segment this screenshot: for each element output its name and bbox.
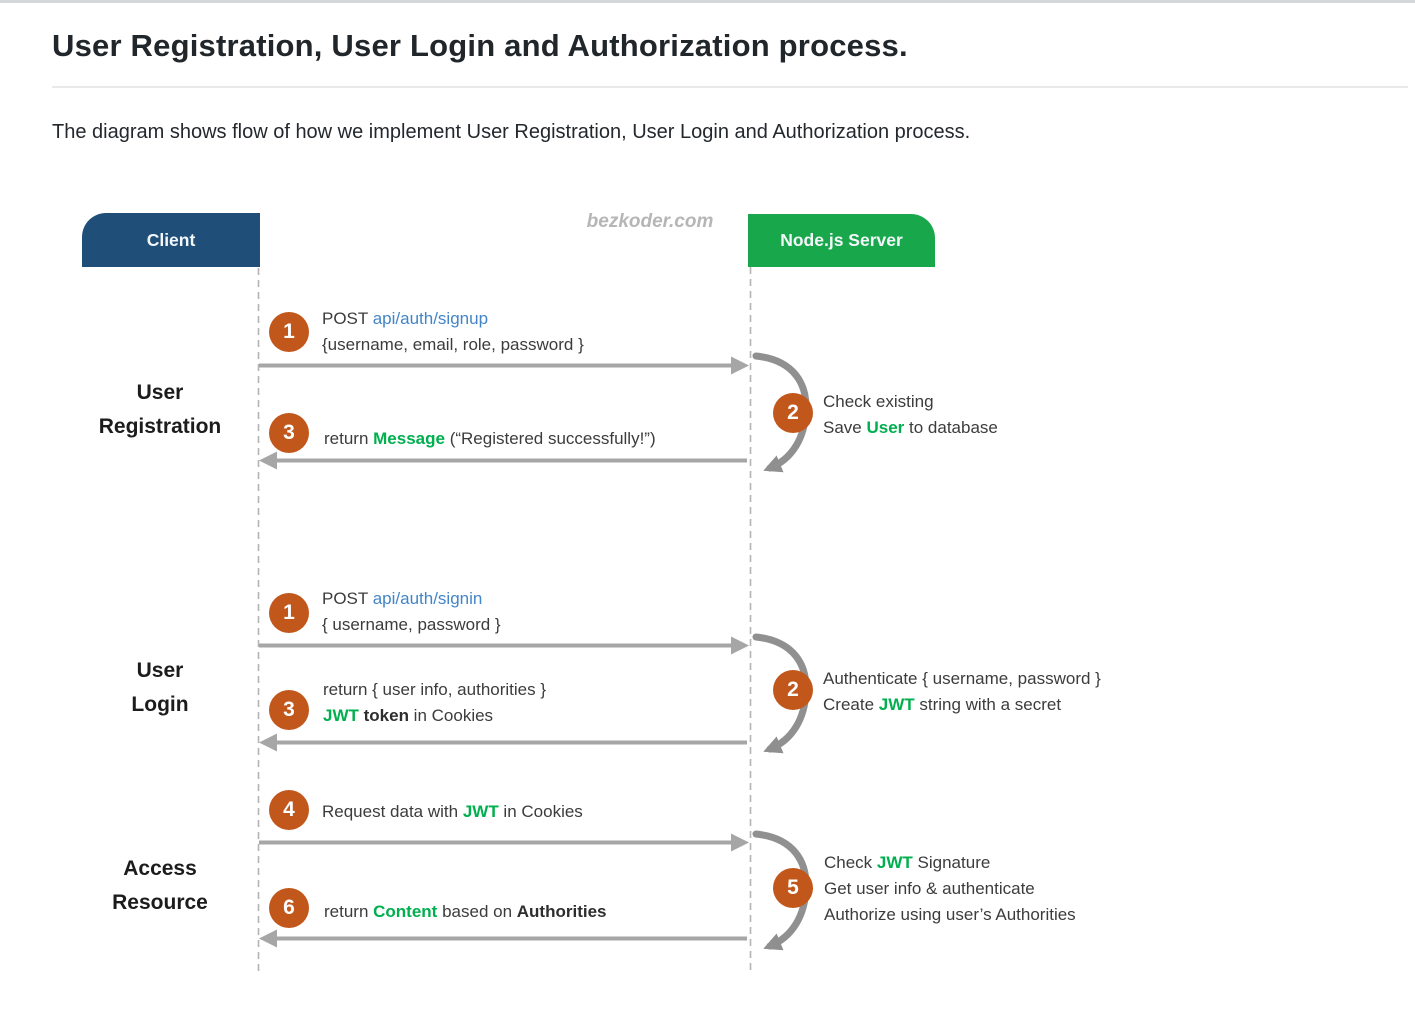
client-actor-label: Client xyxy=(146,229,196,250)
page-subtitle: The diagram shows flow of how we impleme… xyxy=(52,121,971,143)
step-badge-access-6: 6 xyxy=(269,888,309,928)
server-actor-box: Node.js Server xyxy=(748,214,935,267)
note-registration-server: Check existing Save User to database xyxy=(823,392,998,437)
message-login-request: POST api/auth/signin { username, passwor… xyxy=(322,589,501,634)
server-actor-label: Node.js Server xyxy=(780,230,903,250)
message-access-request: Request data with JWT in Cookies xyxy=(322,802,583,821)
step-badge-reg-3: 3 xyxy=(269,413,309,453)
section-label-login: User Login xyxy=(131,659,189,716)
step-badge-access-5: 5 xyxy=(773,868,813,908)
page-title: User Registration, User Login and Author… xyxy=(52,28,908,63)
message-registration-response: return Message (“Registered successfully… xyxy=(324,429,656,448)
arrow-access-response xyxy=(259,929,747,948)
note-access-server: Check JWT Signature Get user info & auth… xyxy=(824,853,1076,924)
arrow-registration-request xyxy=(259,356,749,375)
note-login-server: Authenticate { username, password } Crea… xyxy=(823,669,1101,714)
sequence-diagram: Client bezkoder.com Node.js Server User … xyxy=(0,180,1415,1010)
step-badge-reg-2: 2 xyxy=(773,393,813,433)
page-top-border xyxy=(0,0,1415,3)
message-registration-request: POST api/auth/signup {username, email, r… xyxy=(322,309,584,354)
arrow-login-request xyxy=(259,636,749,655)
step-badge-login-1: 1 xyxy=(269,593,309,633)
watermark: bezkoder.com xyxy=(586,211,714,232)
arrow-access-request xyxy=(259,833,749,852)
client-actor-box: Client xyxy=(82,213,260,267)
step-badge-login-3: 3 xyxy=(269,690,309,730)
title-divider xyxy=(52,86,1408,88)
arrow-login-response xyxy=(259,733,747,752)
step-badge-login-2: 2 xyxy=(773,670,813,710)
section-label-registration: User Registration xyxy=(98,381,222,438)
arrow-registration-response xyxy=(259,451,747,470)
message-login-response: return { user info, authorities } JWT to… xyxy=(323,680,547,725)
section-label-access: Access Resource xyxy=(112,857,208,914)
message-access-response: return Content based on Authorities xyxy=(324,902,607,921)
step-badge-access-4: 4 xyxy=(269,790,309,830)
step-badge-reg-1: 1 xyxy=(269,312,309,352)
